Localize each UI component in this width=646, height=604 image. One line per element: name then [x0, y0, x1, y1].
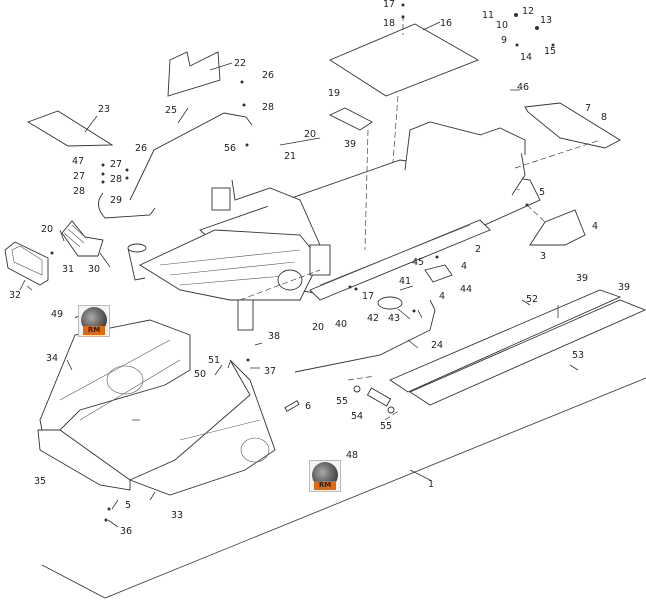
- callout-4: 4: [592, 221, 599, 232]
- callout-33: 33: [171, 510, 184, 521]
- callout-32: 32: [9, 290, 22, 301]
- callout-19: 19: [328, 88, 341, 99]
- front-35: [37, 429, 131, 491]
- part-42: [377, 296, 403, 310]
- callout-26: 26: [135, 143, 148, 154]
- callout-20: 20: [304, 129, 317, 140]
- callout-5: 5: [539, 187, 546, 198]
- callout-43: 43: [388, 313, 401, 324]
- callout-4: 4: [439, 291, 446, 302]
- cover-3: [529, 209, 586, 246]
- flap-7: [524, 102, 621, 149]
- callout-48: 48: [346, 450, 359, 461]
- callout-39: 39: [344, 139, 357, 150]
- callout-28: 28: [262, 102, 275, 113]
- callout-39: 39: [618, 282, 631, 293]
- callout-10: 10: [496, 20, 509, 31]
- callout-21: 21: [284, 151, 297, 162]
- callout-37: 37: [264, 366, 277, 377]
- callout-24: 24: [431, 340, 444, 351]
- callout-20: 20: [41, 224, 54, 235]
- callout-23: 23: [98, 104, 111, 115]
- rail-25: [129, 112, 253, 201]
- callout-55: 55: [380, 421, 393, 432]
- callout-11: 11: [482, 10, 495, 21]
- runner-53: [409, 299, 646, 406]
- rm-badge-label: RM: [83, 326, 105, 335]
- rm-badge-label: RM: [314, 481, 336, 490]
- callout-51: 51: [208, 355, 221, 366]
- callout-45: 45: [412, 257, 425, 268]
- mesh-30: [61, 220, 104, 257]
- callout-53: 53: [572, 350, 585, 361]
- tunnel-side-2: [309, 219, 491, 301]
- callout-52: 52: [526, 294, 539, 305]
- callout-13: 13: [540, 15, 553, 26]
- callout-14: 14: [520, 52, 533, 63]
- callout-46: 46: [517, 82, 530, 93]
- pin-6: [284, 400, 300, 412]
- callout-25: 25: [165, 105, 178, 116]
- callout-30: 30: [88, 264, 101, 275]
- callout-36: 36: [120, 526, 133, 537]
- callout-26: 26: [262, 70, 275, 81]
- bracket-29: [98, 192, 156, 219]
- pad-23: [26, 110, 114, 147]
- callout-9: 9: [501, 35, 508, 46]
- rail-24: [294, 299, 436, 373]
- callout-16: 16: [440, 18, 453, 29]
- rm-badge-49: RM: [78, 305, 110, 337]
- callout-47: 47: [72, 156, 85, 167]
- callout-2: 2: [475, 244, 482, 255]
- flap-22: [167, 51, 221, 97]
- callout-5: 5: [125, 500, 132, 511]
- callout-27: 27: [73, 171, 86, 182]
- callout-3: 3: [540, 251, 547, 262]
- callout-41: 41: [399, 276, 412, 287]
- callout-56: 56: [224, 143, 237, 154]
- ground-line: [41, 377, 646, 599]
- callout-38: 38: [268, 331, 281, 342]
- callout-12: 12: [522, 6, 535, 17]
- callout-17: 17: [383, 0, 396, 10]
- spacer-54: [366, 387, 392, 407]
- callout-4: 4: [461, 261, 468, 272]
- panel-16: [329, 23, 480, 97]
- side-33: [128, 359, 276, 496]
- callout-1: 1: [428, 479, 435, 490]
- callout-15: 15: [544, 46, 557, 57]
- callout-18: 18: [383, 18, 396, 29]
- hood-34: [39, 319, 191, 446]
- callout-39: 39: [576, 273, 589, 284]
- callout-44: 44: [460, 284, 473, 295]
- plate-19: [328, 107, 373, 131]
- pad-44: [424, 264, 453, 283]
- callout-27: 27: [110, 159, 123, 170]
- bumper-32: [4, 241, 49, 286]
- callout-28: 28: [110, 174, 123, 185]
- callout-54: 54: [351, 411, 364, 422]
- leader-1: [409, 469, 431, 481]
- callout-28: 28: [73, 186, 86, 197]
- callout-35: 35: [34, 476, 47, 487]
- callout-42: 42: [367, 313, 380, 324]
- callout-8: 8: [601, 112, 608, 123]
- callout-17: 17: [362, 291, 375, 302]
- callout-22: 22: [234, 58, 247, 69]
- callout-29: 29: [110, 195, 123, 206]
- callout-34: 34: [46, 353, 59, 364]
- runner-52: [389, 289, 622, 393]
- callout-40: 40: [335, 319, 348, 330]
- callout-50: 50: [194, 369, 207, 380]
- callout-20: 20: [312, 322, 325, 333]
- callout-49: 49: [51, 309, 64, 320]
- callout-6: 6: [305, 401, 312, 412]
- front-frame: [139, 229, 321, 301]
- callout-7: 7: [585, 103, 592, 114]
- callout-55: 55: [336, 396, 349, 407]
- callout-31: 31: [62, 264, 75, 275]
- rm-badge-48: RM: [309, 460, 341, 492]
